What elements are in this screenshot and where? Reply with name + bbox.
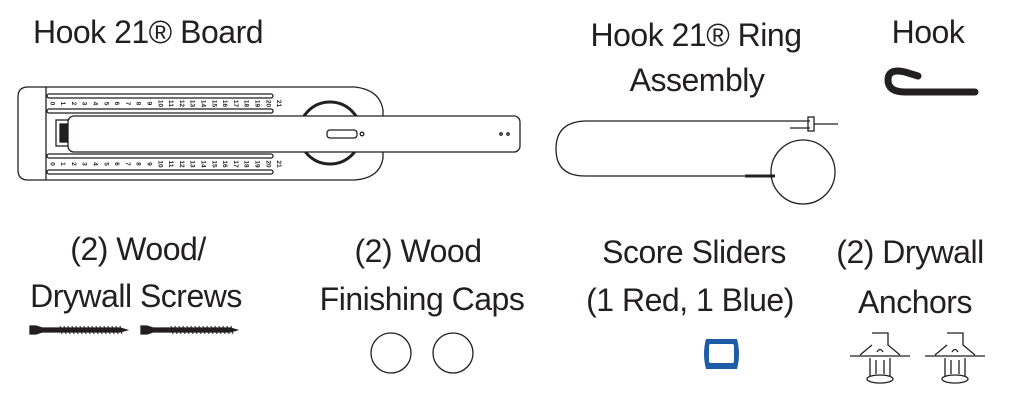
- ring-drawing: [555, 116, 838, 205]
- anchors-label-line1: (2) Drywall: [836, 234, 984, 270]
- ruler-number: 0: [48, 102, 55, 106]
- ruler-number: 18: [243, 160, 250, 168]
- ruler-number: 8: [135, 162, 142, 166]
- ruler-number: 7: [124, 102, 131, 106]
- screws-drawing: [29, 325, 240, 335]
- ruler-number: 14: [199, 160, 206, 168]
- drywall-anchor: [925, 332, 985, 384]
- ruler-number: 1: [59, 162, 66, 166]
- ruler-number: 12: [178, 100, 185, 108]
- anchors-label-line2: Anchors: [858, 284, 972, 320]
- ruler-number: 9: [145, 162, 152, 166]
- caps-label-line1: (2) Wood: [354, 233, 482, 269]
- ruler-number: 3: [81, 102, 88, 106]
- sliders-label-line1: Score Sliders: [602, 234, 786, 270]
- ruler-number: 14: [199, 100, 206, 108]
- finishing-cap: [370, 332, 412, 374]
- ruler-number: 10: [156, 160, 163, 168]
- ruler-number: 11: [167, 100, 174, 107]
- ruler-number: 8: [135, 102, 142, 106]
- ruler-number: 13: [189, 160, 196, 168]
- screw-threads: [59, 325, 234, 335]
- ruler-number: 1: [59, 102, 66, 106]
- ruler-number: 2: [70, 162, 77, 166]
- ruler-number: 15: [210, 100, 217, 108]
- ruler-number: 12: [178, 160, 185, 168]
- ruler-number: 18: [243, 100, 250, 108]
- screws-label-line2: Drywall Screws: [30, 278, 242, 314]
- ruler-number: 5: [102, 102, 109, 106]
- ruler-number: 21: [275, 100, 282, 108]
- ruler-number: 10: [156, 100, 163, 108]
- ruler-number: 0: [48, 162, 55, 166]
- caps-label-line2: Finishing Caps: [319, 281, 525, 317]
- ruler-number: 7: [124, 162, 131, 166]
- board-label: Hook 21® Board: [32, 14, 264, 50]
- ruler-number: 20: [264, 100, 271, 108]
- ring-label-line1: Hook 21® Ring: [590, 17, 802, 53]
- hook-drawing: [884, 67, 979, 96]
- ruler-number: 17: [232, 160, 239, 168]
- ruler-number: 15: [210, 160, 217, 168]
- ruler-number: 6: [113, 162, 120, 166]
- score-slider-icon: [704, 339, 739, 369]
- ruler-number: 21: [275, 160, 282, 168]
- drywall-anchor: [850, 332, 910, 384]
- ruler-number: 4: [91, 102, 98, 106]
- ruler-number: 4: [91, 162, 98, 166]
- finishing-cap: [432, 332, 474, 374]
- ruler-number: 17: [232, 100, 239, 108]
- ruler-number: 11: [167, 161, 174, 168]
- ruler-number: 2: [70, 102, 77, 106]
- ruler-number: 19: [253, 160, 260, 168]
- ruler-number: 9: [145, 102, 152, 106]
- ruler-number: 16: [221, 160, 228, 168]
- ruler-number: 5: [102, 162, 109, 166]
- ruler-number: 16: [221, 100, 228, 108]
- sliders-label-line2: (1 Red, 1 Blue): [586, 282, 794, 318]
- ruler-number: 3: [81, 162, 88, 166]
- ruler-number: 20: [264, 160, 271, 168]
- hook-label: Hook: [891, 14, 965, 50]
- ruler-number: 13: [189, 100, 196, 108]
- screws-label-line1: (2) Wood/: [70, 231, 206, 267]
- ring-label-line2: Assembly: [629, 62, 765, 98]
- ruler-number: 6: [113, 102, 120, 106]
- ruler-number: 19: [253, 100, 260, 108]
